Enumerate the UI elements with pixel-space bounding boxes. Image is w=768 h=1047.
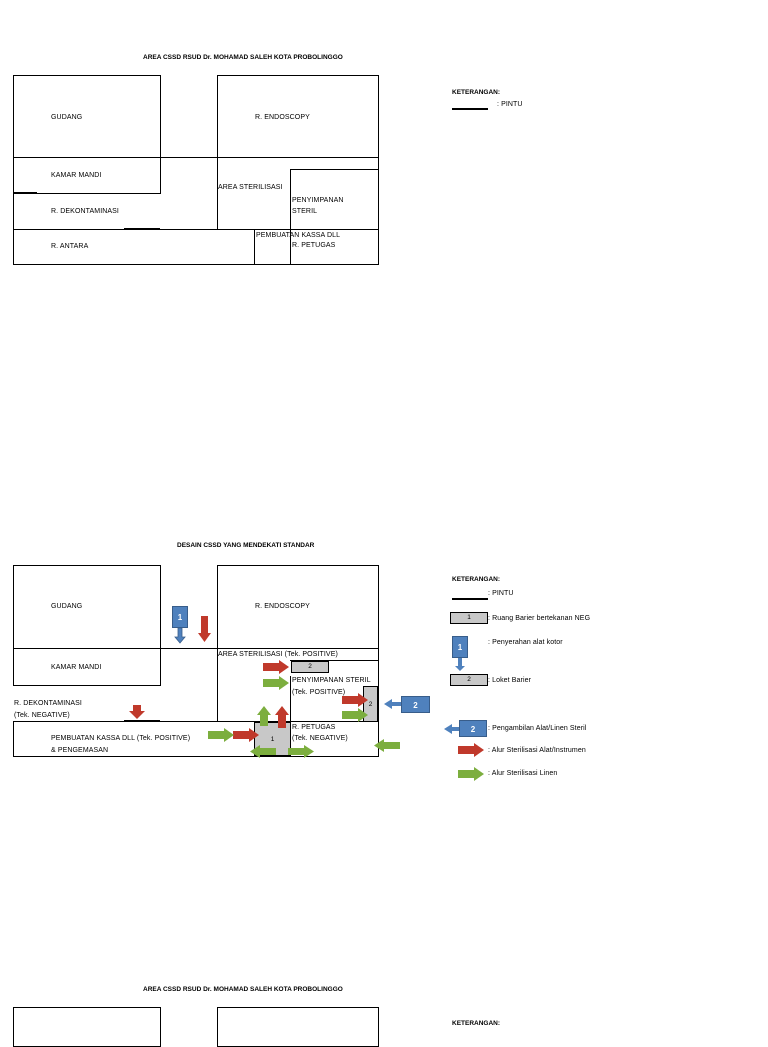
- label-kamar-mandi: KAMAR MANDI: [51, 664, 102, 671]
- label-gudang: GUDANG: [51, 603, 83, 610]
- label-area-sterilisasi: AREA STERILISASI (Tek. POSITIVE): [218, 651, 338, 658]
- wall: [13, 157, 14, 264]
- room-endoscopy: [217, 1007, 379, 1047]
- marker-pengambilan-2: 2: [401, 696, 430, 713]
- label-endoscopy: R. ENDOSCOPY: [255, 603, 310, 610]
- legend-pintu: : PINTU: [497, 101, 523, 108]
- red-down-arrow-icon: [198, 616, 211, 642]
- diagram2-title: DESAIN CSSD YANG MENDEKATI STANDAR: [177, 542, 315, 549]
- green-right-arrow-icon: [342, 708, 368, 722]
- legend-loket: : Loket Barier: [488, 677, 532, 684]
- red-right-arrow-icon: [233, 728, 259, 742]
- label-dekontaminasi-tek: (Tek. NEGATIVE): [14, 712, 70, 719]
- wall: [290, 169, 379, 170]
- wall: [13, 756, 379, 757]
- legend-marker-2: 2: [459, 720, 487, 737]
- barrier-room-2: 2: [291, 661, 329, 673]
- label-petugas-tek: (Tek. NEGATIVE): [292, 735, 348, 742]
- label-petugas: R. PETUGAS: [292, 242, 336, 249]
- wall: [13, 648, 379, 649]
- green-left-arrow-icon: [250, 745, 276, 758]
- barrier-number: 1: [270, 736, 275, 743]
- label-penyimpanan-tek: (Tek. POSITIVE): [292, 689, 346, 696]
- wall: [290, 660, 379, 661]
- legend-door-line: [452, 598, 488, 600]
- legend-barrier-box: 1: [450, 612, 488, 624]
- wall: [13, 721, 379, 722]
- diagram1-title: AREA CSSD RSUD Dr. MOHAMAD SALEH KOTA PR…: [143, 54, 343, 61]
- red-right-arrow-icon: [342, 693, 368, 707]
- legend-penyerahan: : Penyerahan alat kotor: [488, 639, 563, 646]
- green-right-arrow-icon: [263, 676, 289, 690]
- label-penyimpanan: PENYIMPANAN: [292, 197, 344, 204]
- legend-marker-1: 1: [452, 636, 468, 658]
- label-antara: R. ANTARA: [51, 243, 89, 250]
- label-penyimpanan: PENYIMPANAN STERIL: [292, 677, 371, 684]
- label-kamar-mandi: KAMAR MANDI: [51, 172, 102, 179]
- wall: [13, 648, 14, 686]
- barrier-number: 2: [308, 663, 312, 670]
- green-right-arrow-icon: [458, 767, 484, 781]
- legend-loket-box: 2: [450, 674, 488, 686]
- legend-pengambilan: : Pengambilan Alat/Linen Steril: [488, 725, 587, 732]
- legend-heading: KETERANGAN:: [452, 576, 501, 583]
- legend-heading: KETERANGAN:: [452, 89, 501, 96]
- legend-pintu: : PINTU: [488, 590, 514, 597]
- label-kassa: PEMBUATAN KASSA DLL (Tek. POSITIVE): [51, 735, 191, 742]
- legend-alur-alat: : Alur Sterilisasi Alat/Instrumen: [488, 747, 586, 754]
- door-marker: [124, 228, 160, 230]
- green-left-arrow-icon: [374, 739, 400, 752]
- red-right-arrow-icon: [458, 743, 484, 757]
- green-right-arrow-icon: [208, 728, 234, 742]
- legend-alur-linen: : Alur Sterilisasi Linen: [488, 770, 558, 777]
- wall: [160, 157, 161, 194]
- legend-door-line: [452, 108, 488, 110]
- red-up-arrow-icon: [275, 706, 289, 728]
- diagram3-title: AREA CSSD RSUD Dr. MOHAMAD SALEH KOTA PR…: [143, 986, 343, 993]
- door-marker: [124, 720, 160, 722]
- label-gudang: GUDANG: [51, 114, 83, 121]
- label-petugas: R. PETUGAS: [292, 724, 336, 731]
- down-arrow-icon: [174, 627, 186, 644]
- room-gudang: [13, 1007, 161, 1047]
- wall: [13, 721, 14, 757]
- marker-penyerahan-1: 1: [172, 606, 188, 628]
- loket-barier-2: 2: [363, 686, 378, 722]
- wall: [13, 229, 379, 230]
- down-arrow-icon: [455, 658, 465, 671]
- wall: [290, 169, 291, 264]
- wall: [160, 648, 161, 686]
- door-marker: [13, 192, 37, 194]
- wall: [13, 264, 379, 265]
- label-dekontaminasi: R. DEKONTAMINASI: [14, 700, 82, 707]
- wall: [217, 648, 218, 722]
- wall: [378, 648, 379, 757]
- wall: [13, 685, 161, 686]
- room-gudang: [13, 75, 161, 158]
- green-right-arrow-icon: [288, 745, 314, 758]
- label-kassa: PEMBUATAN KASSA DLL: [256, 232, 341, 239]
- label-pengemasan: & PENGEMASAN: [51, 747, 109, 754]
- label-endoscopy: R. ENDOSCOPY: [255, 114, 310, 121]
- wall: [290, 676, 291, 757]
- left-arrow-icon: [384, 699, 402, 709]
- room-gudang: [13, 565, 161, 649]
- red-down-arrow-icon: [129, 705, 145, 719]
- wall: [13, 193, 161, 194]
- wall: [13, 157, 379, 158]
- wall: [254, 229, 255, 264]
- loket-number: 2: [368, 701, 373, 708]
- wall: [217, 157, 218, 229]
- red-right-arrow-icon: [263, 660, 289, 674]
- green-up-arrow-icon: [257, 706, 271, 726]
- left-arrow-icon: [444, 724, 460, 734]
- legend-ruang-barier: : Ruang Barier bertekanan NEG: [488, 615, 591, 622]
- label-dekontaminasi: R. DEKONTAMINASI: [51, 208, 119, 215]
- label-steril: STERIL: [292, 208, 318, 215]
- label-area-sterilisasi: AREA STERILISASI: [218, 184, 283, 191]
- wall: [378, 157, 379, 264]
